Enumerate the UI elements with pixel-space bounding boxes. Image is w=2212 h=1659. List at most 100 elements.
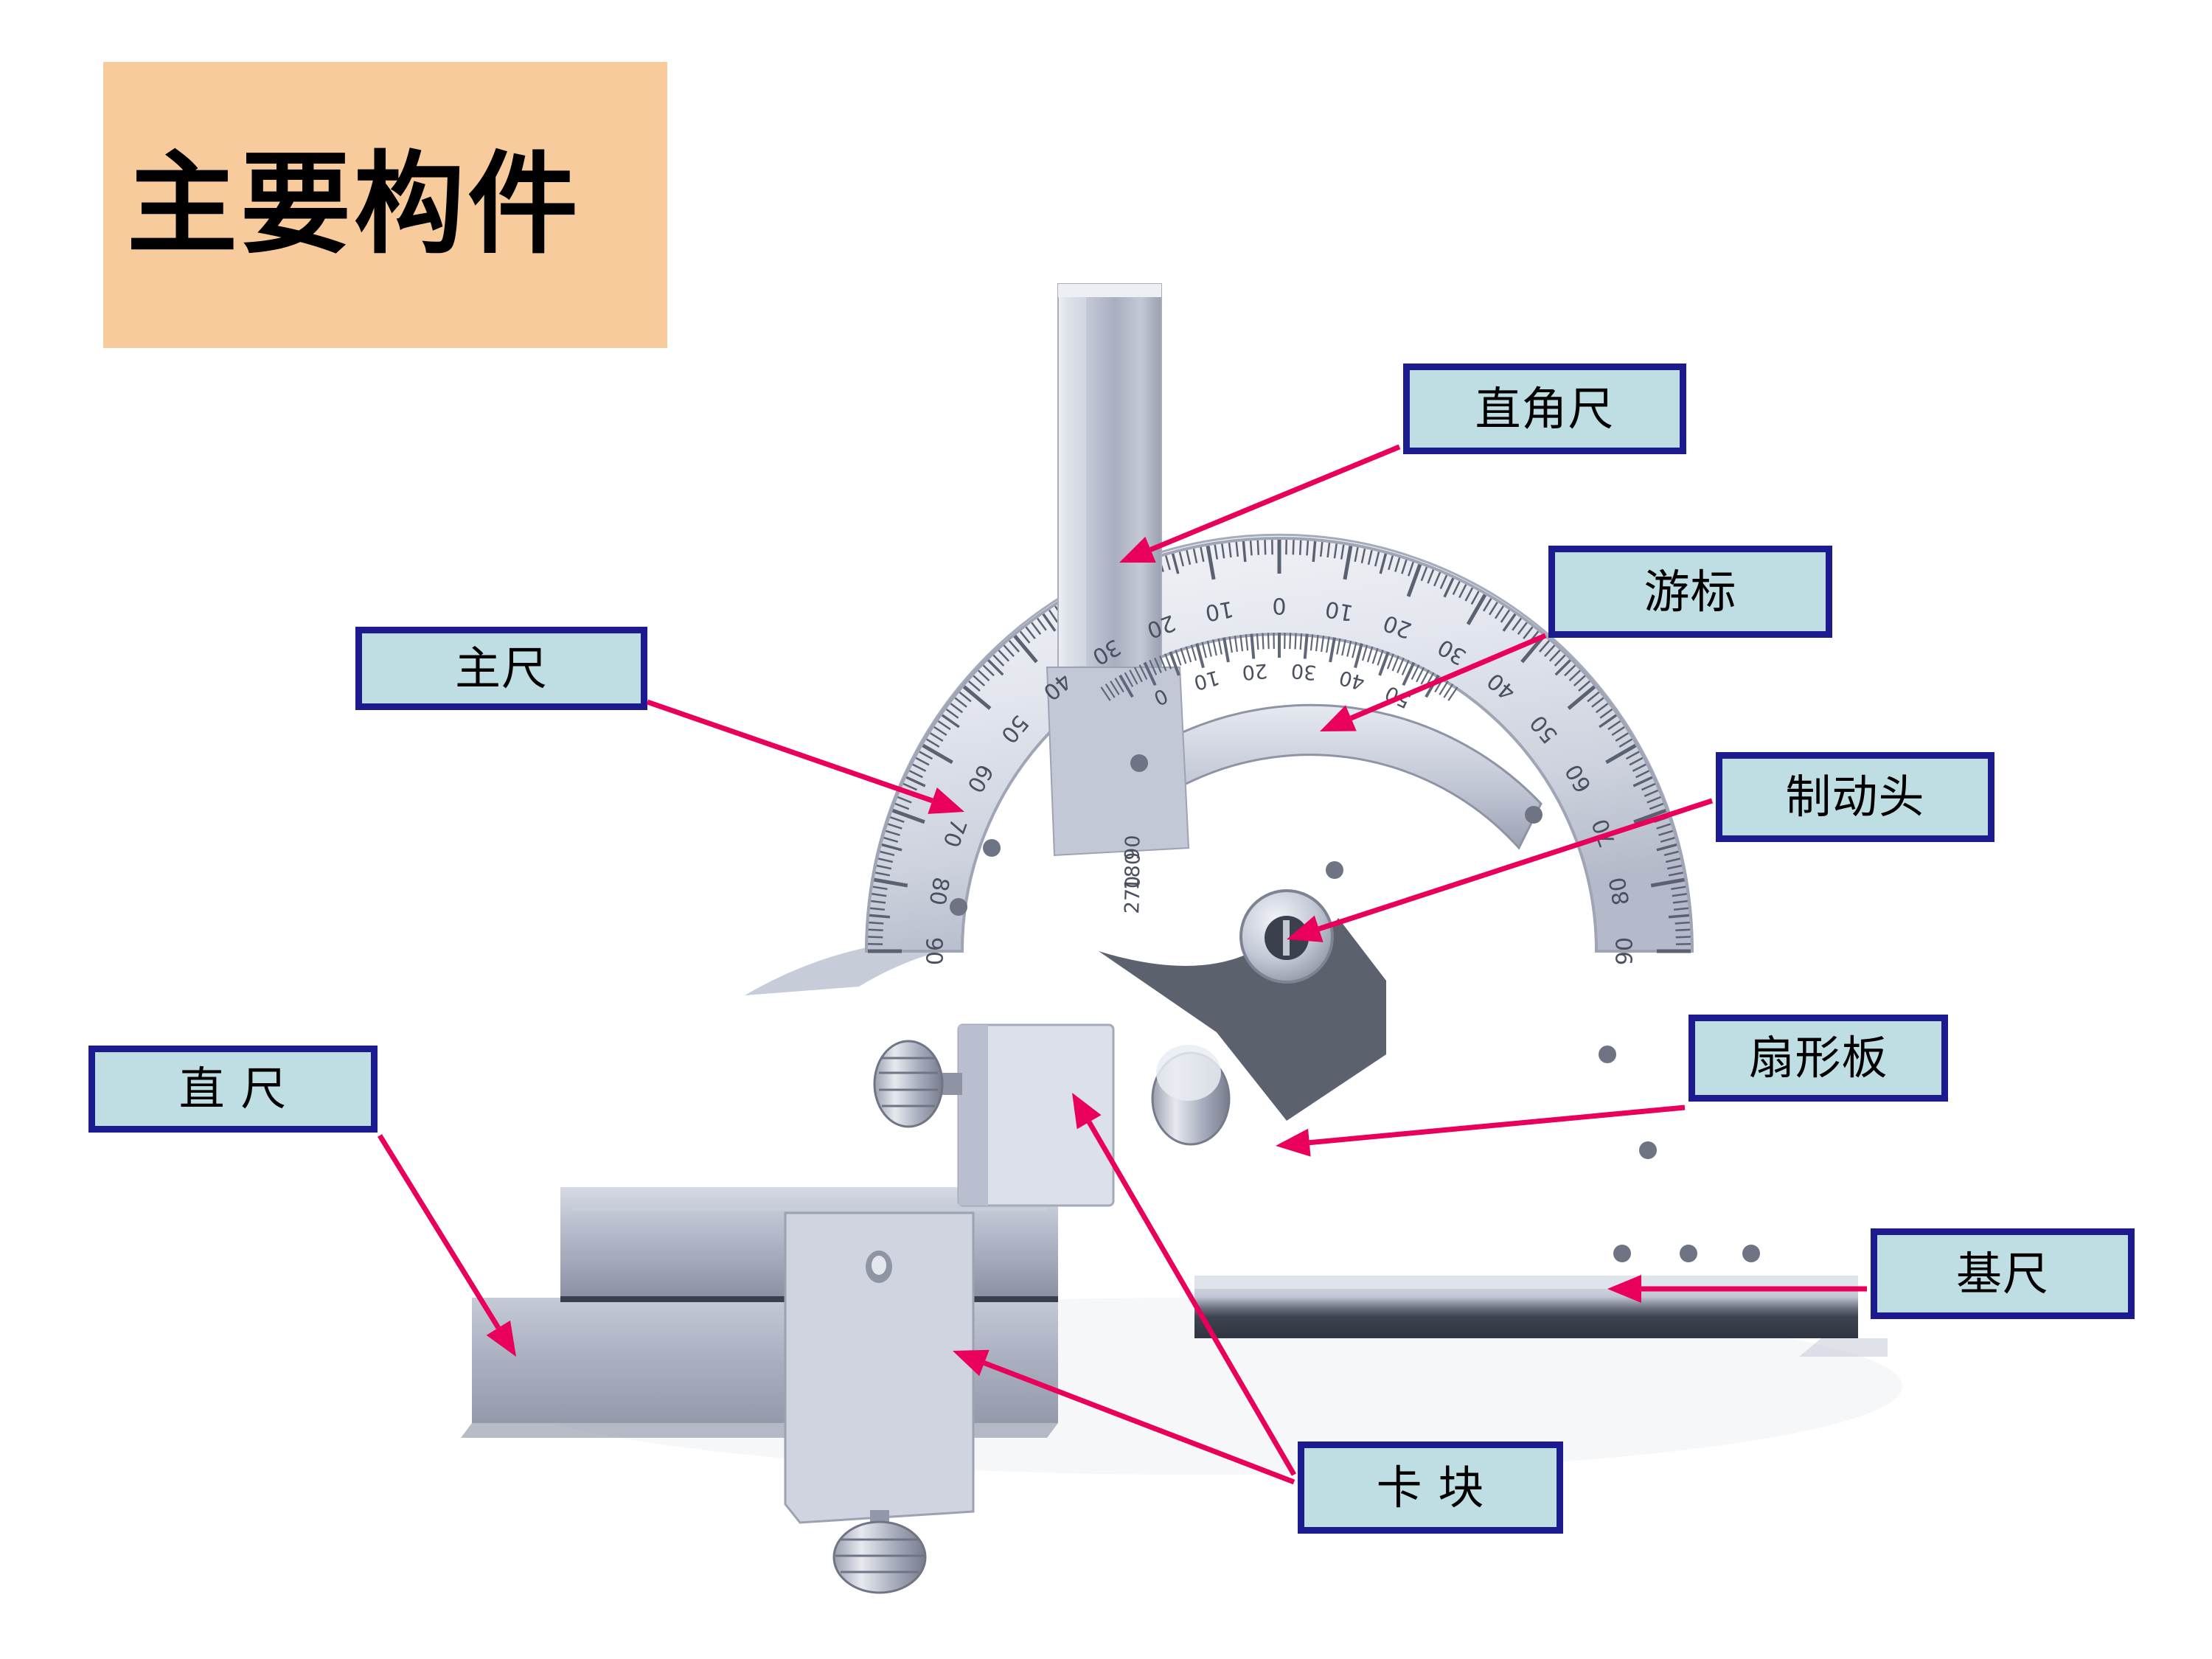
- scale-tick: [1003, 644, 1015, 658]
- scale-tick: [889, 816, 905, 823]
- callout-main-scale[interactable]: 主尺: [355, 627, 647, 710]
- scale-tick: [1641, 782, 1656, 791]
- vernier-tick: [1329, 637, 1336, 663]
- scale-tick: [1408, 561, 1414, 577]
- scale-tick: [1256, 540, 1260, 555]
- scale-tick: [869, 914, 891, 919]
- callout-vernier[interactable]: 游标: [1548, 546, 1832, 638]
- scale-tick: [883, 836, 899, 843]
- scale-tick: [1674, 921, 1690, 925]
- callout-sector-plate[interactable]: 扇形板: [1688, 1015, 1948, 1102]
- vernier-tick: [1190, 644, 1197, 661]
- scale-number: 90: [921, 937, 947, 965]
- vernier-tick: [1303, 633, 1309, 659]
- callout-right-angle-ruler[interactable]: 直角尺: [1403, 364, 1686, 454]
- scale-tick: [1625, 751, 1640, 760]
- vernier-tick: [1250, 633, 1256, 659]
- callout-label-text: 直 尺: [178, 1062, 288, 1116]
- scale-secondary-number: 270: [1121, 875, 1145, 914]
- vernier-tick: [1321, 636, 1325, 653]
- scale-tick: [1439, 574, 1448, 590]
- scale-number: 80: [1604, 875, 1635, 908]
- callout-straight-ruler[interactable]: 直 尺: [88, 1046, 378, 1133]
- sector-plate-part: [1298, 959, 1652, 1305]
- vernier-tick: [1133, 667, 1143, 683]
- vernier-tick: [1164, 653, 1172, 669]
- scale-tick: [1611, 726, 1625, 737]
- scale-tick: [874, 877, 908, 888]
- vernier-tick: [1195, 643, 1205, 669]
- vernier-tick: [1425, 674, 1440, 698]
- scale-tick: [1632, 763, 1646, 772]
- callout-base-ruler[interactable]: 基尺: [1871, 1228, 2135, 1319]
- scale-tick: [872, 893, 887, 897]
- scale-tick: [1635, 770, 1650, 779]
- scale-tick: [1632, 776, 1653, 787]
- scale-tick: [868, 936, 883, 939]
- scale-tick: [1548, 650, 1561, 662]
- scale-tick: [869, 921, 884, 925]
- scale-tick: [1406, 563, 1422, 597]
- scale-tick: [1573, 675, 1586, 686]
- scale-tick: [1433, 571, 1441, 587]
- scale-tick: [1164, 555, 1171, 571]
- callout-brake-head[interactable]: 制动头: [1716, 752, 1994, 842]
- vernier-number: 10: [1192, 666, 1222, 695]
- scale-tick: [1644, 789, 1659, 797]
- vernier-tick: [1315, 635, 1319, 652]
- scale-tick: [1042, 613, 1057, 632]
- clamp-block-upper-part: [873, 1023, 1231, 1207]
- vernier-tick: [1206, 640, 1212, 657]
- scale-tick: [1031, 622, 1042, 636]
- scale-tick: [871, 900, 886, 904]
- scale-number: 10: [1324, 596, 1356, 626]
- rivet: [983, 839, 1001, 857]
- vernier-tick: [1262, 633, 1265, 650]
- scale-tick: [1008, 640, 1020, 653]
- vernier-tick: [1386, 653, 1394, 669]
- scale-tick: [1178, 552, 1185, 567]
- vernier-tick: [1222, 637, 1230, 663]
- scale-tick: [1298, 540, 1302, 555]
- callout-label-text: 基尺: [1955, 1246, 2049, 1301]
- scale-tick: [1264, 540, 1267, 555]
- vernier-tick: [1294, 633, 1297, 650]
- vernier-tick: [1336, 638, 1341, 655]
- vernier-tick: [1185, 646, 1192, 663]
- scale-tick: [992, 654, 1005, 667]
- scale-tick: [869, 907, 886, 911]
- scale-tick: [880, 850, 895, 857]
- scale-number: 90: [1613, 937, 1638, 965]
- scale-tick: [872, 886, 888, 891]
- scale-tick: [1605, 743, 1637, 765]
- scale-tick: [1489, 602, 1498, 616]
- vernier-number: 40: [1337, 666, 1367, 695]
- vernier-number: 20: [1241, 659, 1268, 684]
- scale-tick: [1512, 617, 1523, 631]
- scale-tick: [868, 928, 883, 932]
- scale-tick: [891, 808, 925, 824]
- vernier-number: 50: [1382, 681, 1414, 712]
- scale-tick: [1401, 559, 1408, 574]
- scale-tick: [982, 664, 995, 677]
- vernier-tick: [1354, 643, 1363, 669]
- scale-tick: [878, 858, 894, 863]
- vernier-tick: [1377, 650, 1384, 666]
- callout-label-text: 扇形板: [1748, 1031, 1888, 1085]
- scale-tick: [933, 726, 947, 737]
- vernier-tick: [1110, 681, 1120, 695]
- callout-label-text: 制动头: [1785, 770, 1925, 824]
- scale-tick: [1013, 634, 1038, 664]
- rivet: [1525, 806, 1543, 824]
- scale-tick: [1186, 550, 1192, 566]
- scale-tick: [1587, 691, 1600, 703]
- page-title: 主要构件: [127, 141, 582, 269]
- callout-clamp-block[interactable]: 卡 块: [1298, 1441, 1563, 1534]
- callout-label-text: 直角尺: [1475, 381, 1615, 436]
- scale-tick: [886, 830, 900, 836]
- scale-tick: [1595, 703, 1609, 714]
- vernier-tick: [1124, 672, 1134, 687]
- scale-tick: [1554, 654, 1566, 667]
- scale-tick: [1599, 714, 1618, 728]
- scale-tick: [950, 703, 964, 714]
